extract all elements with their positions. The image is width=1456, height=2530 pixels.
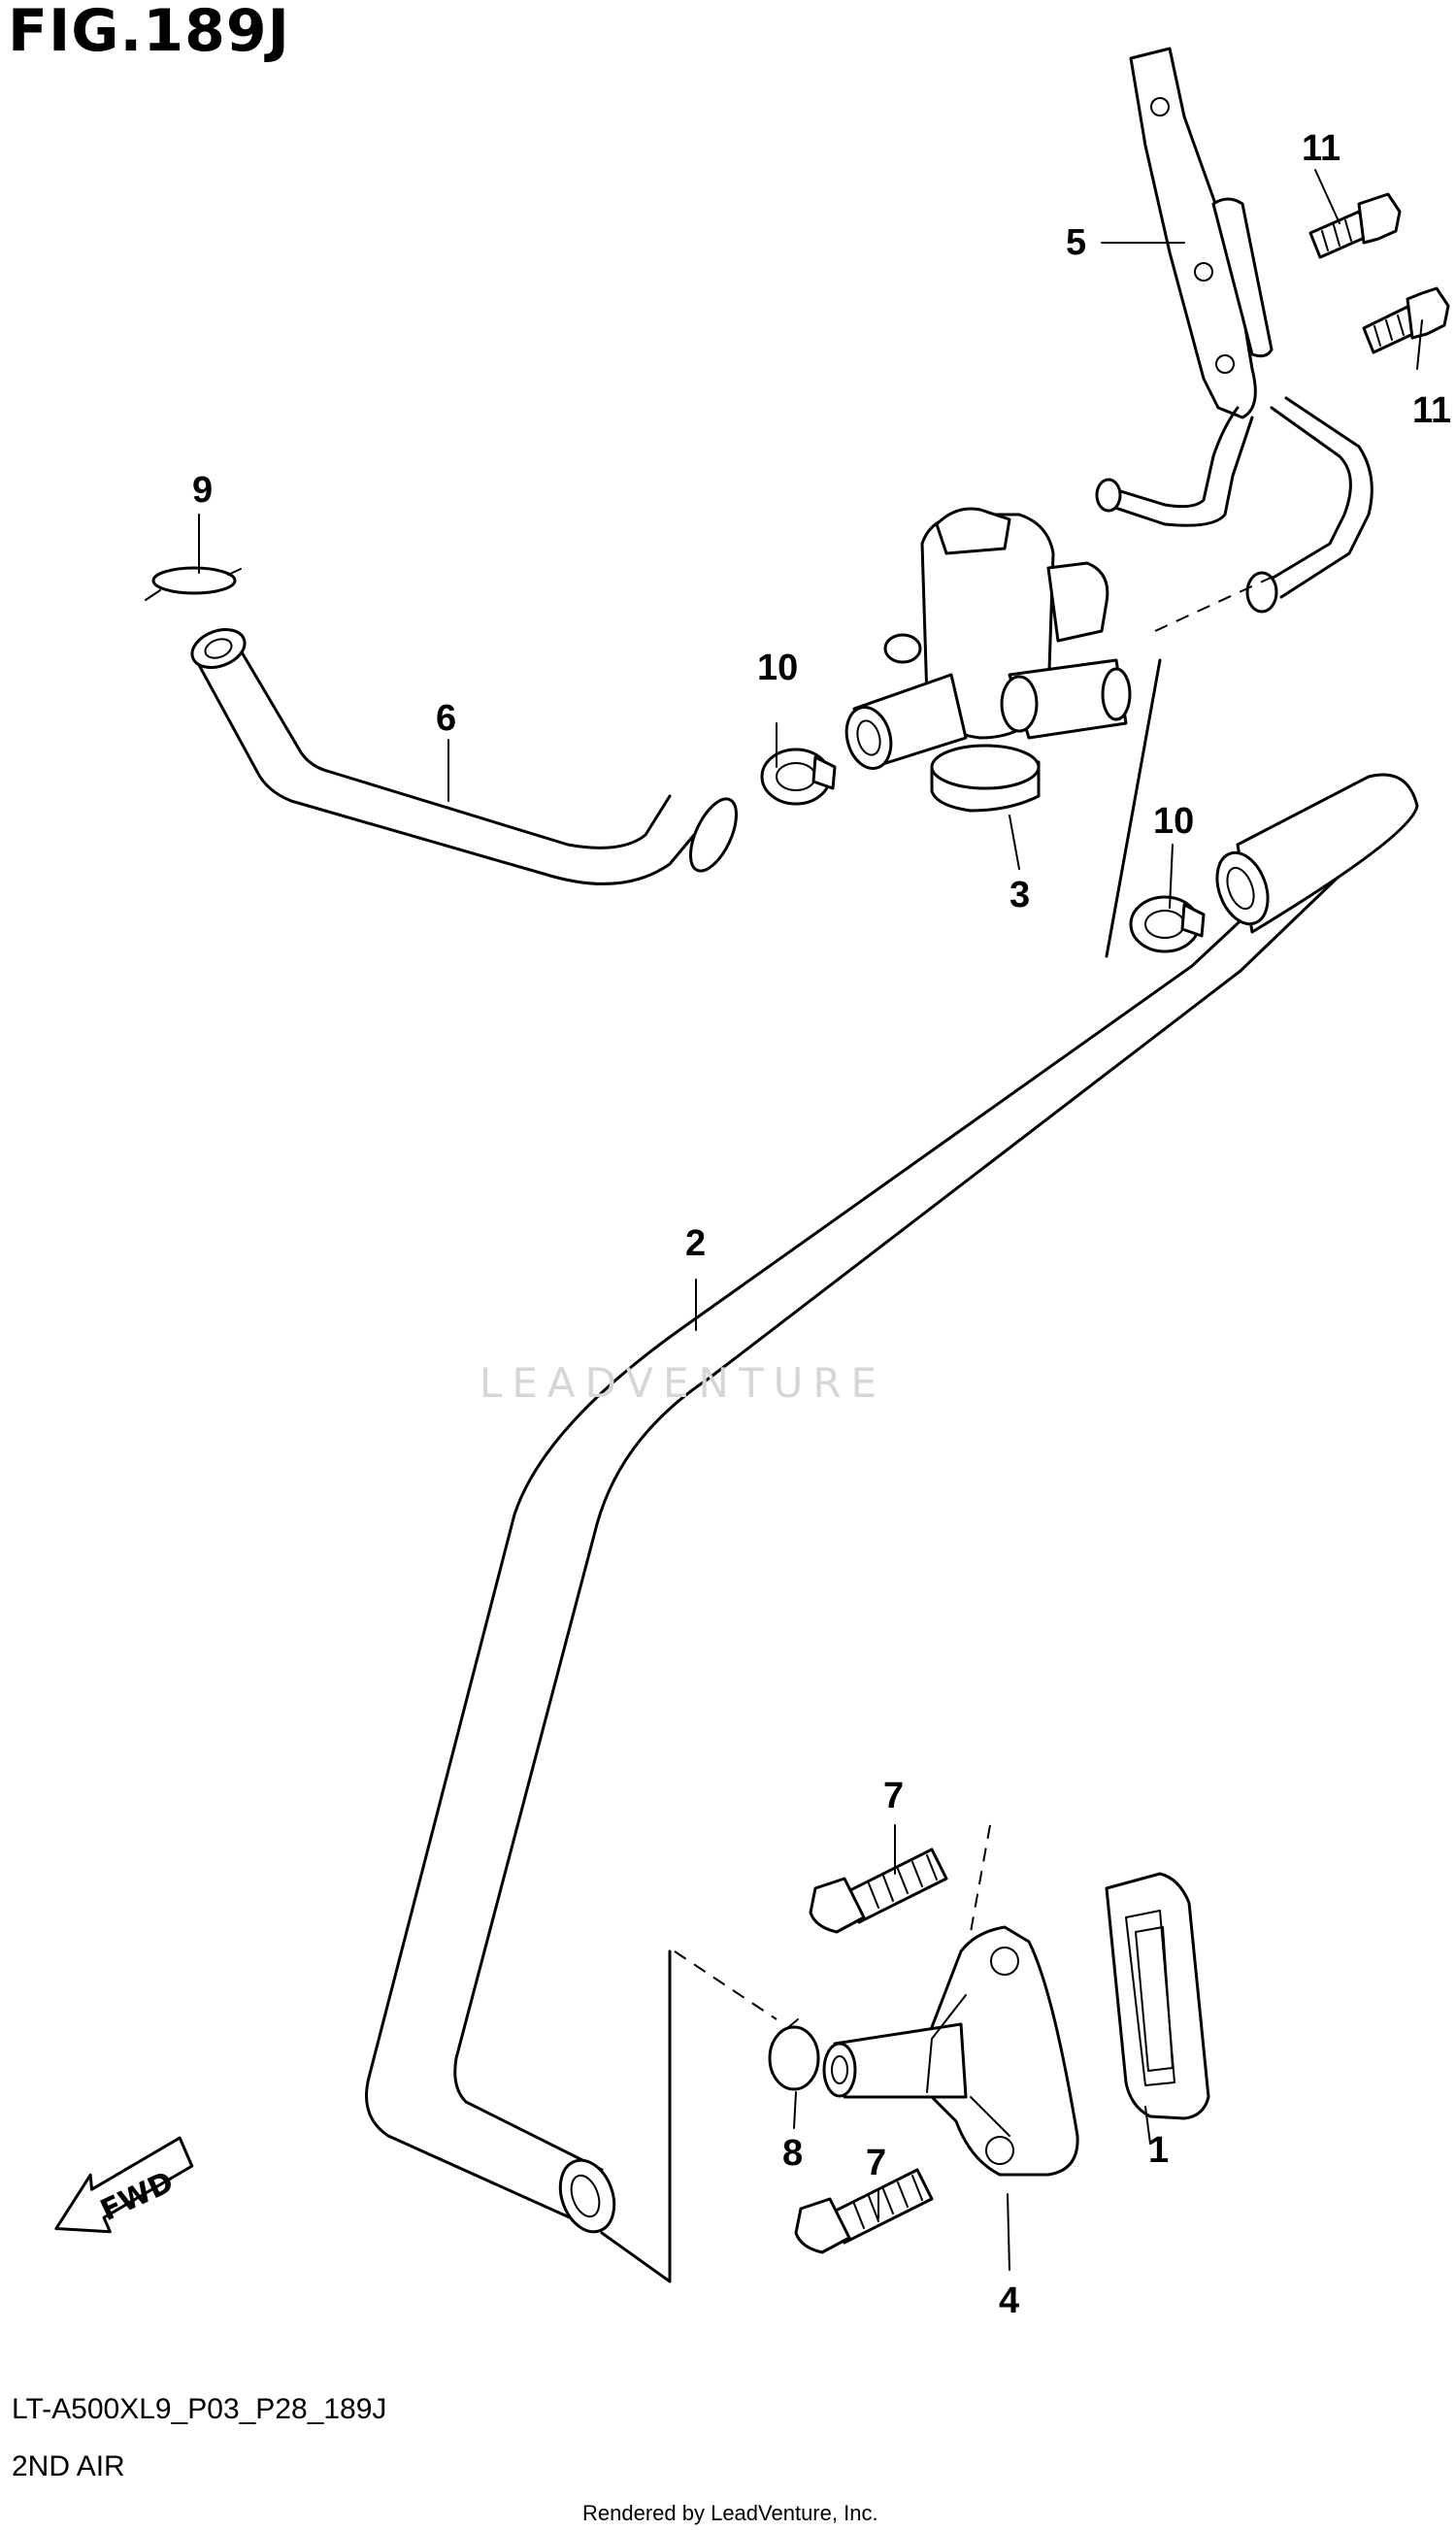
bolt-part-7-lower[interactable] [794, 2168, 934, 2254]
washer-part-9[interactable] [145, 566, 242, 601]
figure-subtitle: 2ND AIR [12, 2450, 125, 2482]
callout-6: 6 [436, 698, 456, 739]
hose-part-6[interactable] [187, 623, 746, 885]
watermark: LEADVENTURE [480, 1359, 887, 1407]
oring-part-8[interactable] [768, 2018, 820, 2091]
callout-4: 4 [999, 2280, 1019, 2321]
callout-7-upper: 7 [883, 1776, 904, 1816]
leader-lines [198, 169, 1423, 2271]
callout-2: 2 [685, 1223, 706, 1264]
figure-code: LT-A500XL9_P03_P28_189J [12, 2393, 387, 2425]
guide-line-hose-end [600, 1949, 672, 2283]
figure-title: FIG.189J [8, 0, 290, 65]
callout-11-lower: 11 [1412, 390, 1451, 431]
callout-11-upper: 11 [1302, 128, 1340, 169]
render-credit: Rendered by LeadVenture, Inc. [582, 2501, 878, 2525]
valve-part-3[interactable] [840, 507, 1132, 813]
callout-3: 3 [1009, 875, 1030, 915]
callout-7-lower: 7 [866, 2143, 886, 2183]
gasket-part-1[interactable] [1105, 1872, 1210, 2120]
bracket-part-5[interactable] [1095, 47, 1373, 614]
guide-line-cover [674, 1824, 991, 2020]
bolt-part-11-lower[interactable] [1362, 286, 1450, 354]
callout-9: 9 [192, 470, 213, 511]
clamp-part-10-upper[interactable] [760, 748, 837, 806]
callout-8: 8 [782, 2133, 803, 2174]
callout-1: 1 [1148, 2130, 1169, 2171]
callout-10-lower: 10 [1153, 801, 1194, 842]
callout-10-upper: 10 [757, 648, 798, 688]
fwd-arrow-icon: FWD [54, 2136, 194, 2234]
clamp-part-10-lower[interactable] [1129, 895, 1206, 953]
bolt-part-7-upper[interactable] [809, 1848, 948, 1934]
cover-part-4[interactable] [822, 1925, 1079, 2177]
guide-line-clamp [1105, 658, 1162, 958]
callout-5: 5 [1066, 222, 1086, 263]
bolt-part-11-upper[interactable] [1308, 192, 1402, 259]
hose-part-2[interactable] [365, 773, 1419, 2240]
